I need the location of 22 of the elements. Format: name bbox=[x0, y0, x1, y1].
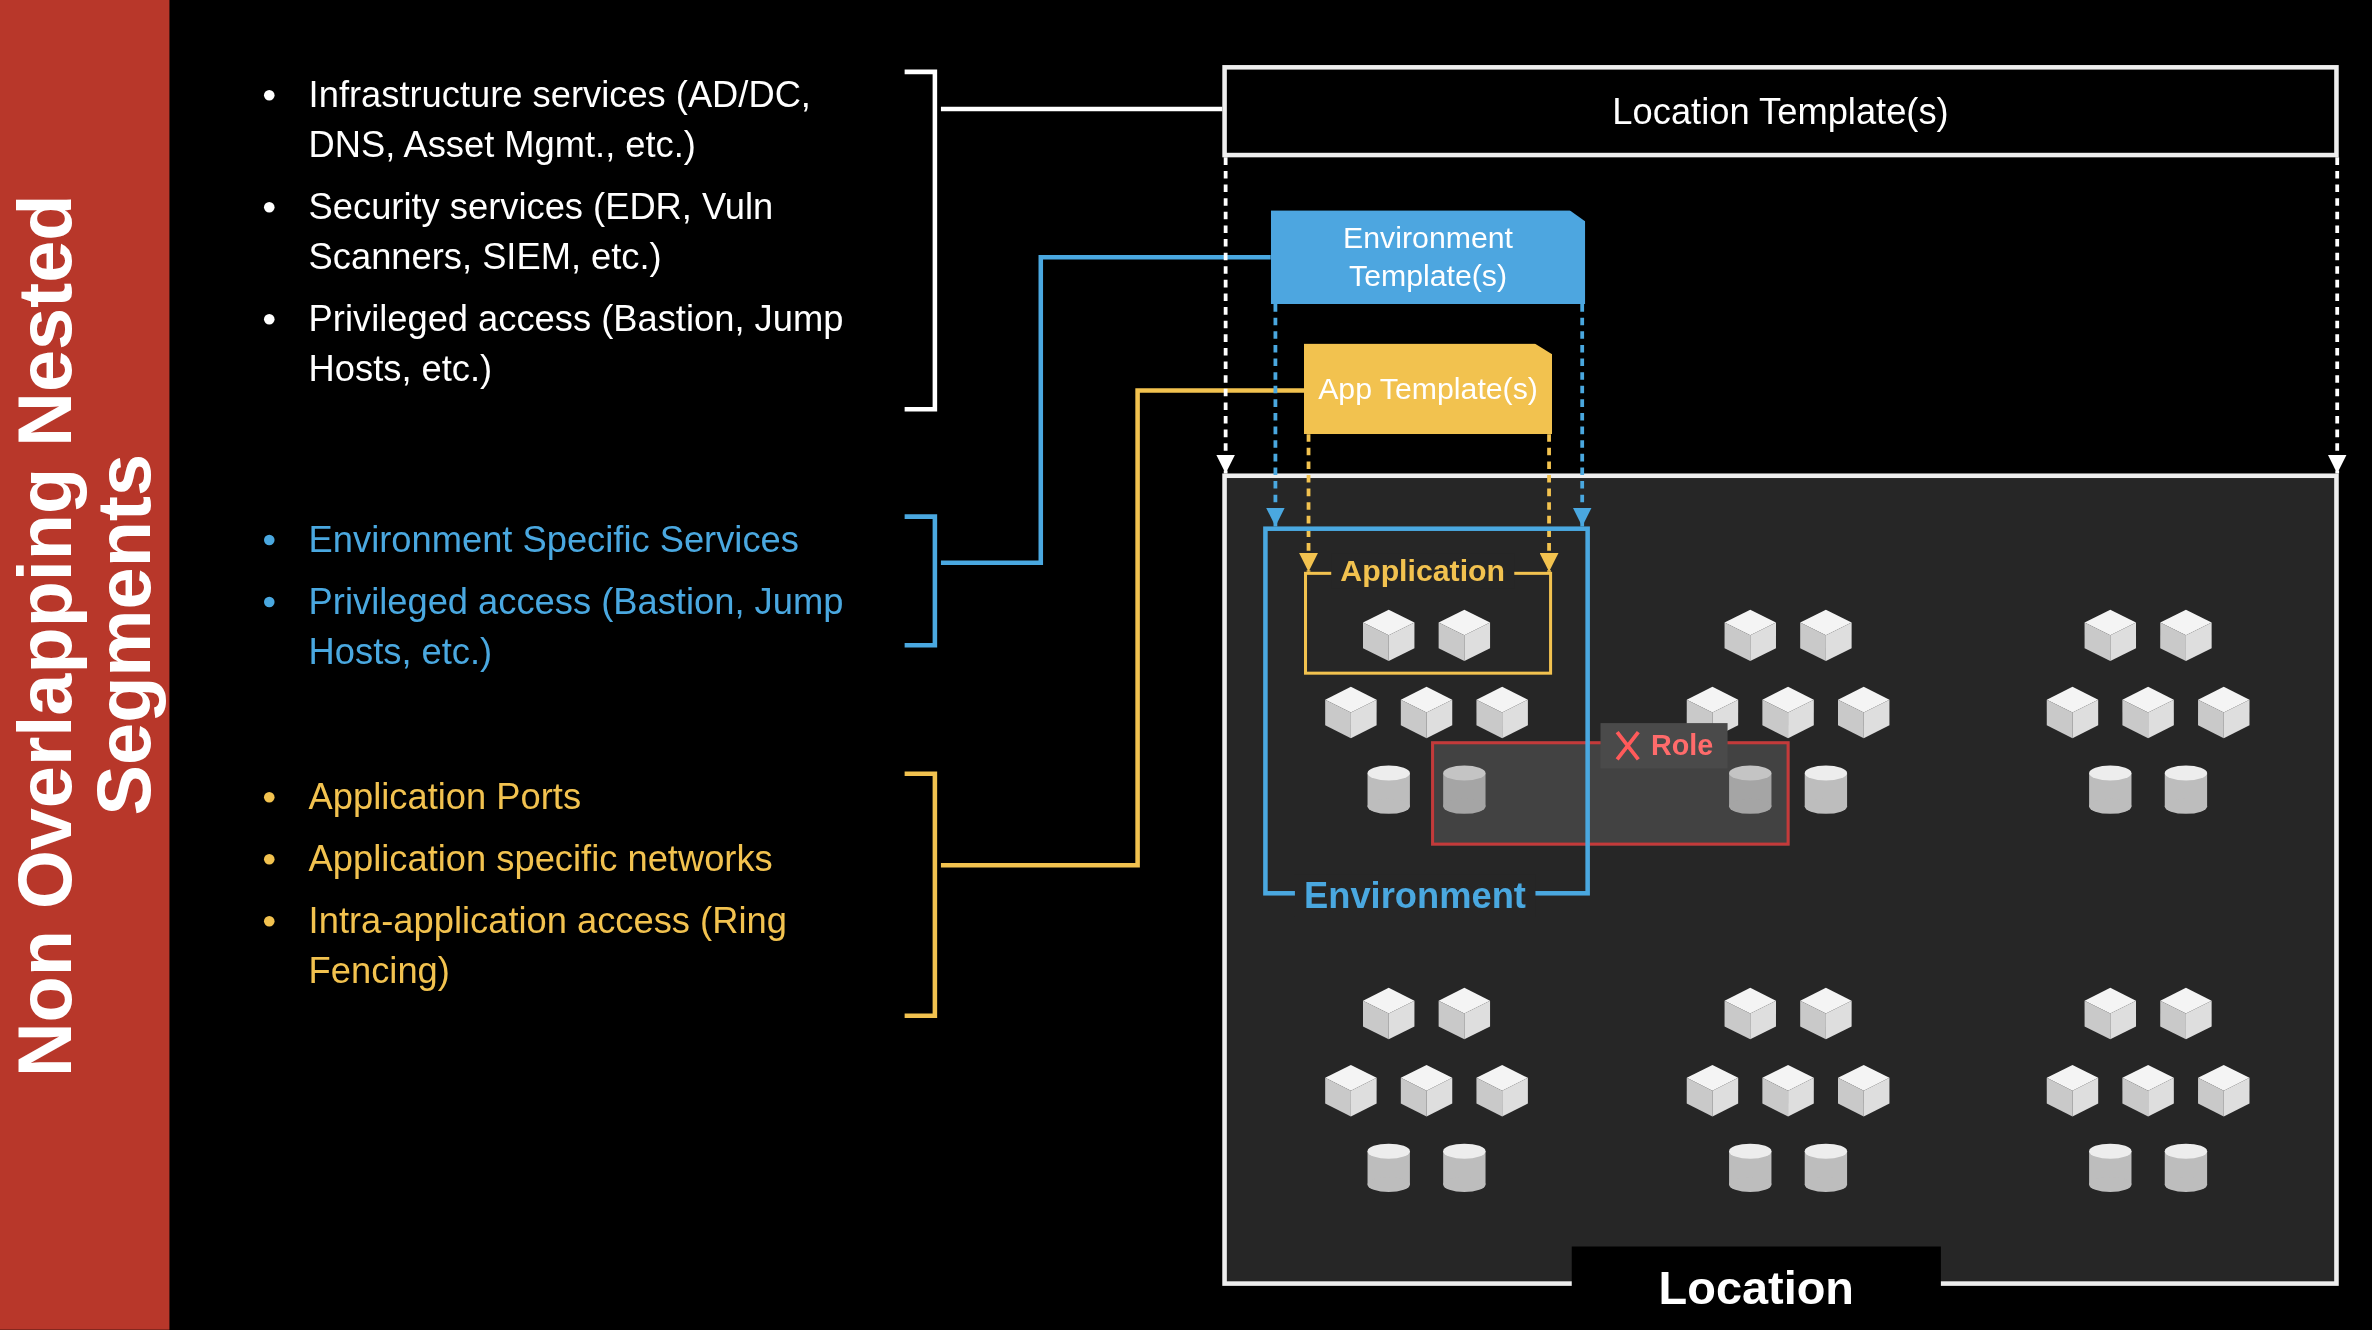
template-box: Environment Template(s) bbox=[1270, 210, 1586, 305]
arrow bbox=[1265, 304, 1285, 527]
arrow bbox=[1299, 434, 1318, 572]
bullet-text: Infrastructure services (AD/DC, DNS, Asset Mgmt., etc.) bbox=[308, 74, 811, 165]
arrow bbox=[2327, 157, 2347, 474]
bullet-text: Privileged access (Bastion, Jump Hosts, etc.) bbox=[308, 298, 844, 389]
arrow bbox=[1572, 304, 1592, 527]
bullet-text: Intra-application access (Ring Fencing) bbox=[308, 900, 787, 991]
bullet-text: Application specific networks bbox=[308, 838, 773, 879]
connector-line bbox=[940, 106, 1223, 112]
bullet-text: Application Ports bbox=[308, 776, 582, 817]
title-text: Non Overlapping Nested Segments bbox=[2, 193, 168, 1079]
role-label: Role bbox=[1651, 729, 1714, 763]
bullet-text: Environment Specific Services bbox=[308, 518, 799, 560]
bullet-text: Security services (EDR, Vuln Scanners, SIEM, etc.) bbox=[308, 186, 774, 277]
arrow bbox=[1216, 157, 1236, 474]
template-box: App Template(s) bbox=[1304, 343, 1553, 435]
connector-line bbox=[940, 254, 1271, 565]
bullet-text: Privileged access (Bastion, Jump Hosts, etc.) bbox=[308, 580, 844, 672]
connector-line bbox=[940, 388, 1304, 868]
arrow bbox=[1539, 434, 1559, 572]
template-box: Location Template(s) bbox=[1222, 65, 2339, 158]
